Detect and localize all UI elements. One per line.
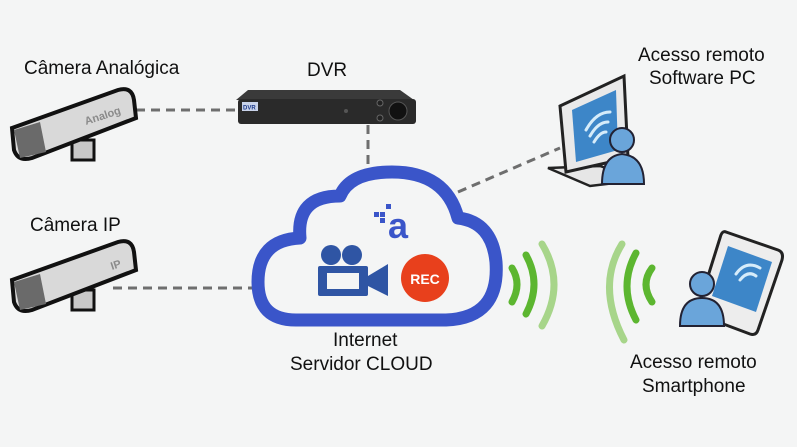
cloud-label-line2: Servidor CLOUD <box>290 354 433 375</box>
pc-user-icon <box>600 127 646 185</box>
logo-letter: a <box>388 205 409 246</box>
phone-user-icon <box>678 271 726 327</box>
phone-access-label-line2: Smartphone <box>642 376 746 397</box>
connector-cloud-pc <box>457 146 561 194</box>
cloud-server-icon: a REC <box>251 165 503 327</box>
dvr-badge: DVR <box>243 106 256 112</box>
cloud-logo-icon: a <box>374 204 409 246</box>
pc-icon <box>547 73 646 188</box>
pc-access-label-line1: Acesso remoto <box>638 45 765 66</box>
rec-badge-icon: REC <box>401 254 449 302</box>
analog-camera-icon: Analog <box>9 87 139 162</box>
rec-badge: REC <box>410 271 440 287</box>
video-camera-icon <box>318 245 388 296</box>
phone-access-label-line1: Acesso remoto <box>630 352 757 373</box>
cloud-label-line1: Internet <box>333 330 398 351</box>
pc-access-label-line2: Software PC <box>649 68 756 89</box>
ip-camera-icon: IP <box>9 239 139 313</box>
ip-camera-tag: IP <box>109 258 123 273</box>
wireless-signal-incoming <box>606 240 656 344</box>
smartphone-icon <box>678 230 784 336</box>
wireless-signal-outgoing <box>508 240 558 330</box>
analog-camera-label: Câmera Analógica <box>24 58 180 79</box>
dvr-icon: DVR <box>236 90 416 124</box>
ip-camera-label: Câmera IP <box>30 215 121 236</box>
dvr-label: DVR <box>307 60 348 81</box>
